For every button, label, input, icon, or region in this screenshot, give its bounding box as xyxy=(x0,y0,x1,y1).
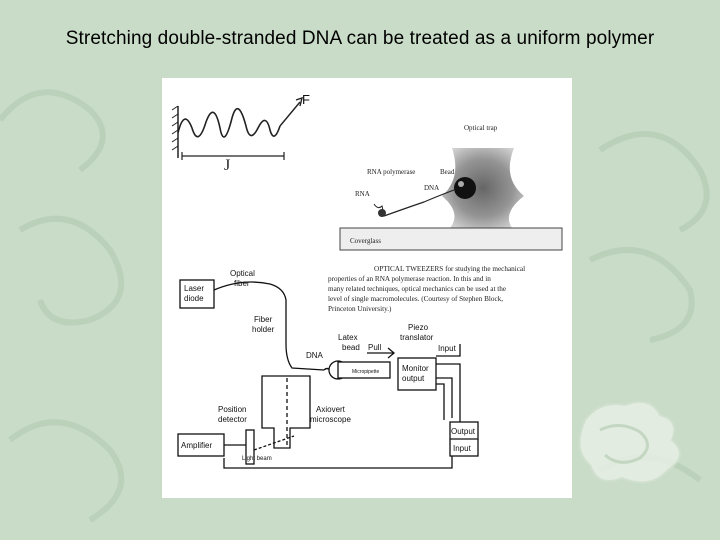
position-detector-label-1: Position xyxy=(218,405,246,414)
laser-diode-box xyxy=(179,279,215,309)
feedback-line-2 xyxy=(436,383,445,420)
caption-line-4: level of single macromolecules. (Courtes… xyxy=(328,295,503,303)
monitor-output-label-1: Monitor xyxy=(402,364,429,373)
feedback-line-3 xyxy=(436,344,461,357)
deco-swirl-bottom-left xyxy=(8,419,125,523)
piezo-label-1: Piezo xyxy=(408,323,429,332)
coverglass-label: Coverglass xyxy=(350,237,381,245)
light-beam xyxy=(253,435,295,451)
micropipette-tube xyxy=(337,361,391,379)
fiber-holder-label-2: holder xyxy=(252,325,275,334)
amplifier-label: Amplifier xyxy=(181,441,212,450)
polymer-sketch: F J xyxy=(171,92,310,174)
figure-caption: OPTICAL TWEEZERS for studying the mechan… xyxy=(328,265,525,313)
monitor-output-label-2: output xyxy=(402,374,425,383)
optical-fiber-line xyxy=(213,281,287,306)
rna-polymerase-blob xyxy=(378,209,386,217)
optical-fiber-label-2: fiber xyxy=(234,279,250,288)
fiber-holder-line xyxy=(285,306,325,371)
position-detector xyxy=(245,429,255,465)
dna-schematic-label: DNA xyxy=(306,351,324,360)
experimental-schematic xyxy=(177,279,479,469)
laser-beam-cone xyxy=(442,148,524,228)
input-bottom-label: Input xyxy=(453,444,472,453)
deco-swirl-right xyxy=(588,247,695,343)
trapped-bead xyxy=(454,177,476,199)
figure-svg: F J Optical trap Bead RNA polymerase DNA… xyxy=(171,92,563,469)
bead-label: Bead xyxy=(440,168,455,176)
pull-label: Pull xyxy=(368,343,382,352)
piezo-label-2: translator xyxy=(400,333,434,342)
deco-swirl-left xyxy=(18,215,125,326)
optical-fiber-label-1: Optical xyxy=(230,269,255,278)
dna-strand-top xyxy=(383,189,455,217)
axiovert-label-1: Axiovert xyxy=(316,405,346,414)
laser-diode-label-2: diode xyxy=(184,294,204,303)
monitor-output-box xyxy=(397,357,437,391)
schematic-labels: Laser diode Optical fiber Fiber holder D… xyxy=(181,269,476,462)
dna-label-top: DNA xyxy=(424,184,439,192)
optical-trap-illustration: Optical trap Bead RNA polymerase DNA RNA… xyxy=(339,124,563,251)
length-label: J xyxy=(224,157,230,174)
microscope-body xyxy=(261,375,311,449)
caption-line-1: OPTICAL TWEEZERS for studying the mechan… xyxy=(374,265,525,273)
force-label: F xyxy=(302,92,310,107)
light-beam-label: Light beam xyxy=(242,456,272,462)
micropipette-label: Micropipette xyxy=(352,369,379,375)
fiber-holder-label-1: Fiber xyxy=(254,315,273,324)
feedback-line-1 xyxy=(223,456,453,469)
caption-line-3: many related techniques, optical mechani… xyxy=(328,285,506,293)
deco-swirl-right-top xyxy=(598,131,710,233)
latex-bead-label-1: Latex xyxy=(338,333,358,342)
output-label: Output xyxy=(451,427,476,436)
pull-arrow xyxy=(367,347,396,359)
rna-polymerase-label: RNA polymerase xyxy=(367,168,415,176)
deco-dragon-emblem xyxy=(578,400,681,484)
caption-line-5: Princeton University.) xyxy=(328,305,392,313)
optical-trap-label: Optical trap xyxy=(464,124,498,132)
figure-panel: F J Optical trap Bead RNA polymerase DNA… xyxy=(162,78,572,498)
coverglass xyxy=(339,227,563,251)
laser-diode-label-1: Laser xyxy=(184,284,204,293)
caption-line-2: properties of an RNA polymerase reaction… xyxy=(328,275,491,283)
rna-label: RNA xyxy=(355,190,370,198)
input-top-label: Input xyxy=(438,344,457,353)
latex-bead-label-2: bead xyxy=(342,343,360,352)
deco-swirl-top-left xyxy=(0,89,106,173)
slide-title: Stretching double-stranded DNA can be tr… xyxy=(65,28,655,49)
axiovert-label-2: microscope xyxy=(310,415,351,424)
polymer-chain xyxy=(177,108,281,138)
position-detector-label-2: detector xyxy=(218,415,247,424)
